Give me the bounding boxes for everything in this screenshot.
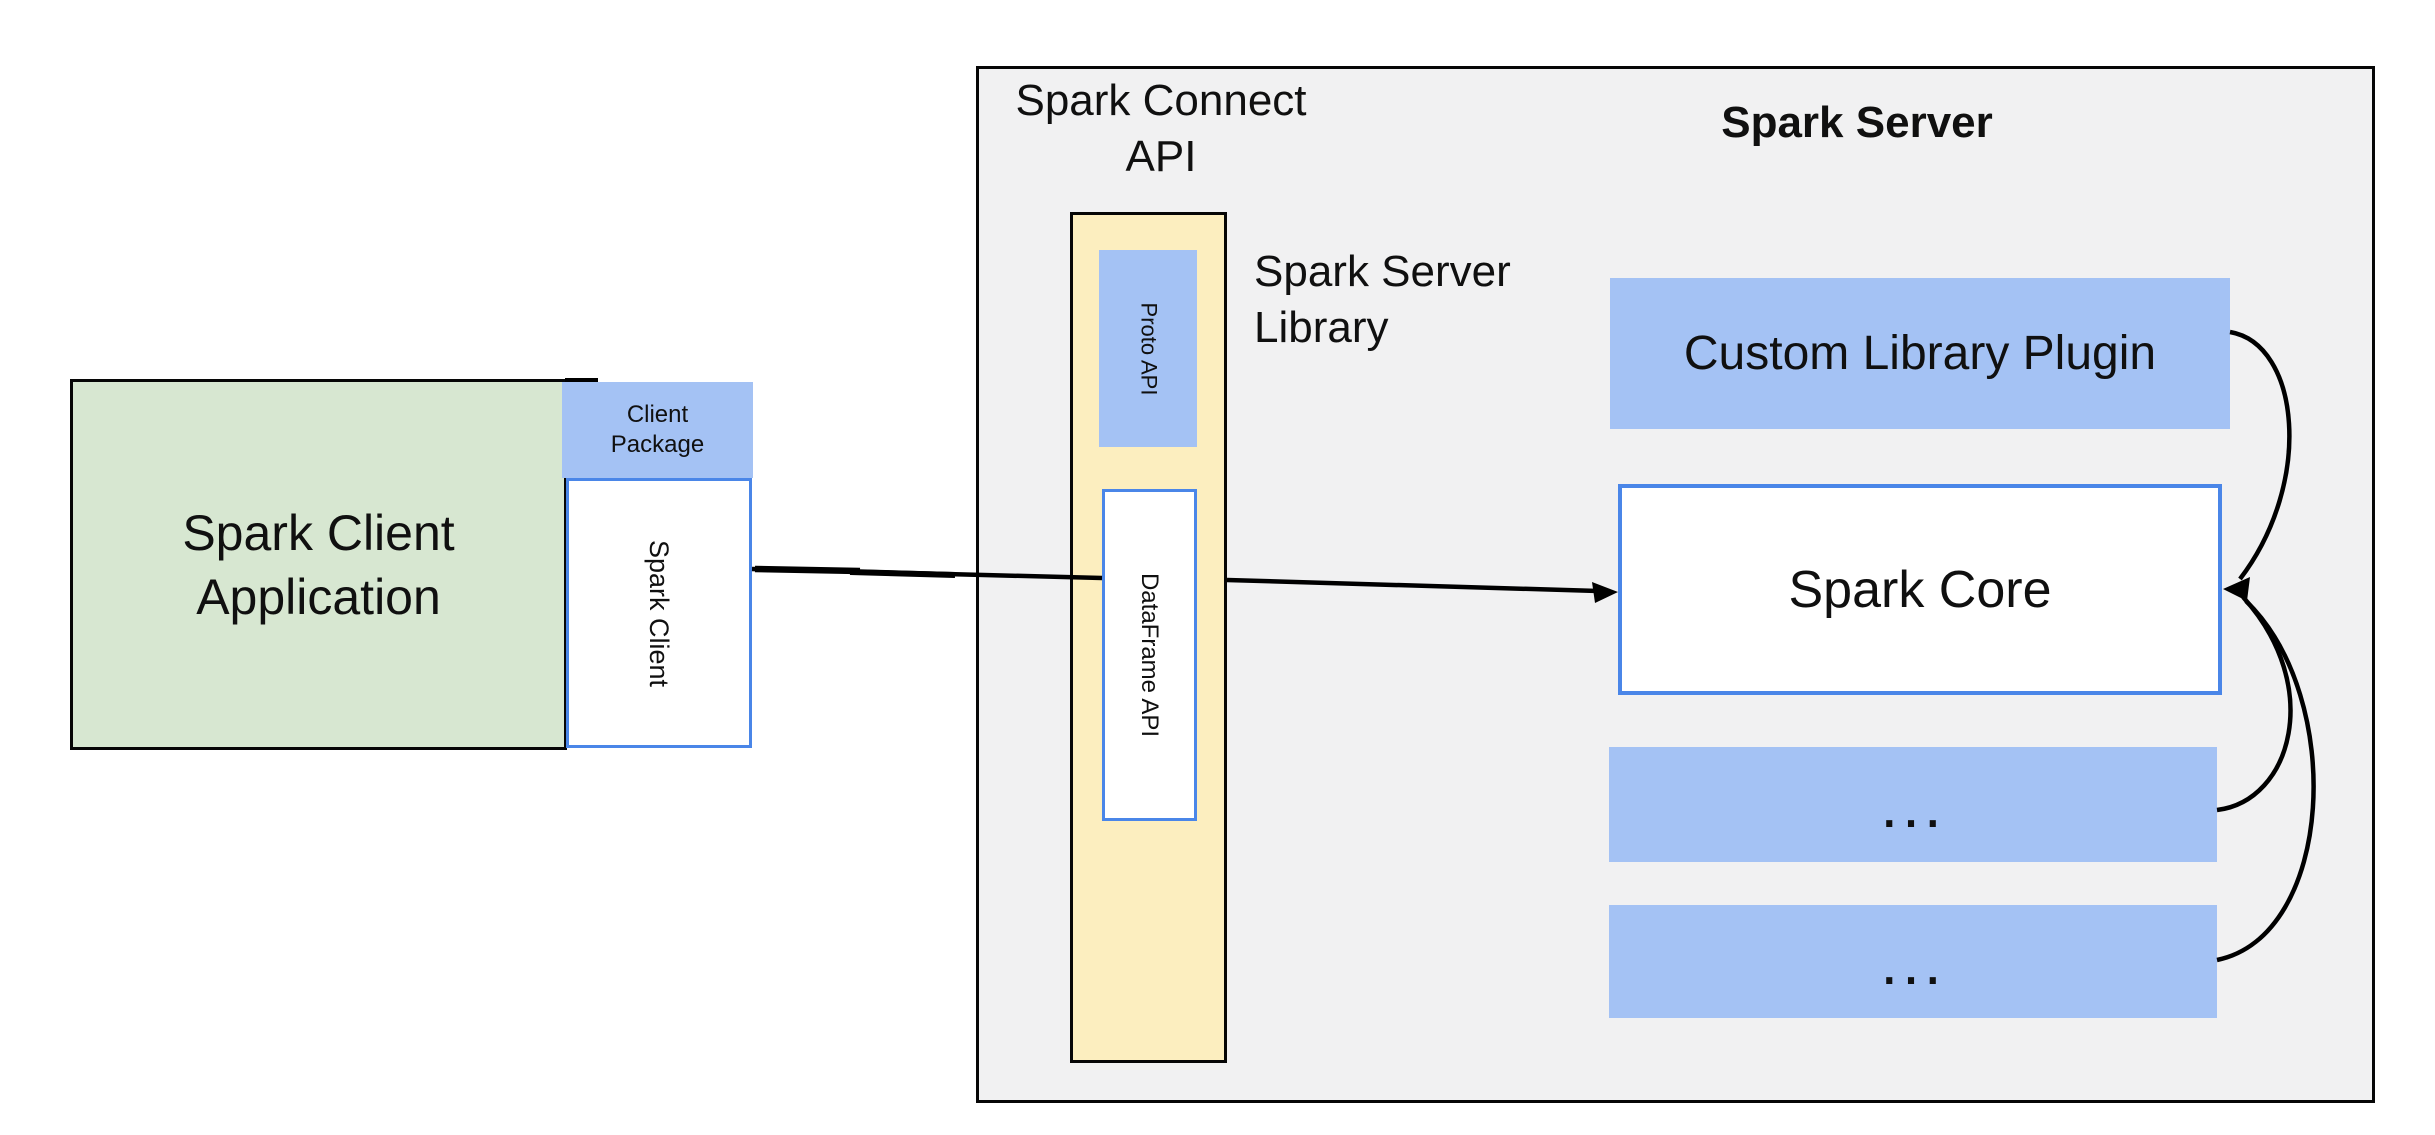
spark-core-box: Spark Core (1618, 484, 2222, 695)
proto-api-box: Proto API (1099, 250, 1197, 447)
spark-client-application-box: Spark Client Application (70, 379, 567, 750)
spark-connect-api-label: Spark Connect API (1015, 76, 1307, 181)
spark-client-box: Spark Client (566, 478, 752, 748)
spark-server-title: Spark Server (1721, 98, 1993, 147)
extension-placeholder-box-2: ... (1609, 905, 2217, 1018)
extension-placeholder-box-1: ... (1609, 747, 2217, 862)
dataframe-api-box: DataFrame API (1102, 489, 1197, 821)
spark-client-label: Spark Client (644, 539, 675, 687)
custom-library-plugin-box: Custom Library Plugin (1610, 278, 2230, 429)
connector-client-segment-detail-2 (849, 569, 956, 578)
client-package-box: Client Package (562, 382, 753, 478)
connector-client-segment-detail-1 (754, 565, 861, 575)
spark-server-library-label: Spark Server Library (1254, 247, 1511, 352)
proto-api-label: Proto API (1135, 302, 1161, 395)
dataframe-api-label: DataFrame API (1136, 572, 1164, 738)
